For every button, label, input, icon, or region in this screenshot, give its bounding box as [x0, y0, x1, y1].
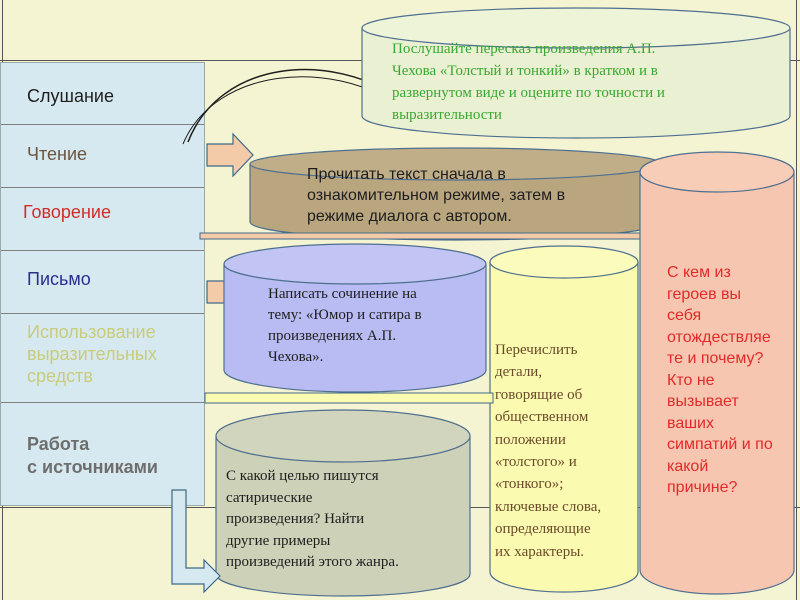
reading-task-text: Прочитать текст сначала в ознакомительно… [307, 164, 652, 227]
reading-task-cylinder [249, 147, 663, 241]
activity-writing: Письмо [1, 251, 204, 314]
arrow-reading [206, 132, 254, 178]
speaking-task-line: Кто не [667, 371, 715, 389]
reading-task-line: ознакомительном режиме, затем в [307, 187, 566, 204]
expressive-task-line: говорящие об [495, 386, 583, 403]
activity-speaking: Говорение [1, 188, 204, 251]
expressive-task-text: Перечислить детали, говорящие об обществ… [495, 339, 643, 563]
writing-task-line: тему: «Юмор и сатира в [268, 307, 422, 323]
arrow-expressive [204, 392, 494, 404]
sources-task-line: произведений этого жанра. [226, 554, 399, 570]
activity-sources-label-1: Работа [27, 434, 90, 454]
reading-task-line: режиме диалога с автором. [307, 208, 512, 225]
speaking-task-line: себя [667, 307, 702, 324]
writing-task-line: Чехова». [268, 349, 324, 365]
grid-line-right [796, 0, 797, 600]
speaking-task-line: С кем из [667, 264, 731, 281]
speaking-task-line: вызывает [667, 393, 739, 410]
activity-reading-label: Чтение [27, 144, 88, 164]
writing-task-line: произведениях А.П. [268, 328, 397, 344]
expressive-task-line: ключевые слова, [495, 498, 602, 515]
speaking-task-line: причине? [667, 479, 738, 496]
speaking-task-line: те и почему? [667, 350, 764, 367]
sources-task-line: С какой целью пишутся [226, 468, 379, 484]
writing-task-text: Написать сочинение на тему: «Юмор и сати… [268, 284, 483, 368]
activity-listening: Слушание [1, 63, 204, 125]
sources-task-line: сатирические [226, 489, 313, 506]
activity-list: Слушание Чтение Говорение Письмо Использ… [0, 62, 205, 506]
expressive-task-line: «толстого» и [495, 454, 577, 471]
speaking-task-line: ваших [667, 414, 714, 432]
activity-expressive-label-1: Использование [27, 322, 156, 342]
listening-task-cylinder [361, 7, 791, 139]
speaking-task-line: какой [667, 457, 709, 475]
writing-task-cylinder [223, 243, 487, 393]
activity-writing-label: Письмо [27, 269, 91, 289]
expressive-task-line: их характеры. [495, 543, 585, 560]
listening-task-text: Послушайте пересказ произведения А.П. Че… [392, 38, 772, 126]
expressive-task-line: Перечислить [495, 342, 578, 358]
activity-expressive-label-2: выразительных [27, 344, 157, 364]
activity-listening-label: Слушание [27, 86, 114, 106]
speaking-task-line: симпатий и по [667, 436, 773, 453]
sources-task-line: другие примеры [226, 532, 331, 549]
speaking-task-text: С кем из героев вы себя отождествляе те … [667, 262, 799, 499]
activity-reading: Чтение [1, 125, 204, 188]
sources-task-cylinder [215, 409, 471, 597]
listening-task-line: развернутом виде и оцените по точности и [392, 85, 665, 101]
writing-task-line: Написать сочинение на [268, 286, 417, 302]
expressive-task-line: определяющие [495, 521, 591, 538]
arrow-sources [171, 489, 221, 594]
listening-task-line: Чехова «Толстый и тонкий» в кратком и в [392, 63, 658, 79]
expressive-task-line: детали, [495, 364, 543, 381]
listening-task-line: Послушайте пересказ произведения А.П. [392, 41, 656, 57]
activity-sources-label-2: с источниками [27, 457, 159, 477]
listening-task-line: выразительности [392, 107, 502, 123]
activity-speaking-label: Говорение [23, 202, 111, 222]
speaking-task-line: героев вы [667, 285, 742, 303]
expressive-task-cylinder [489, 245, 639, 593]
activity-sources: Работа с источниками [1, 403, 204, 507]
expressive-task-line: положении [495, 431, 566, 448]
speaking-task-line: отождествляе [667, 328, 771, 346]
expressive-task-line: общественном [495, 409, 589, 426]
speaking-task-cylinder [639, 151, 795, 595]
expressive-task-line: «тонкого»; [495, 476, 564, 493]
activity-expressive: Использование выразительных средств [1, 314, 204, 403]
reading-task-line: Прочитать текст сначала в [307, 166, 506, 183]
activity-expressive-label-3: средств [27, 366, 93, 386]
sources-task-text: С какой целью пишутся сатирические произ… [226, 466, 466, 574]
sources-task-line: произведения? Найти [226, 511, 365, 527]
